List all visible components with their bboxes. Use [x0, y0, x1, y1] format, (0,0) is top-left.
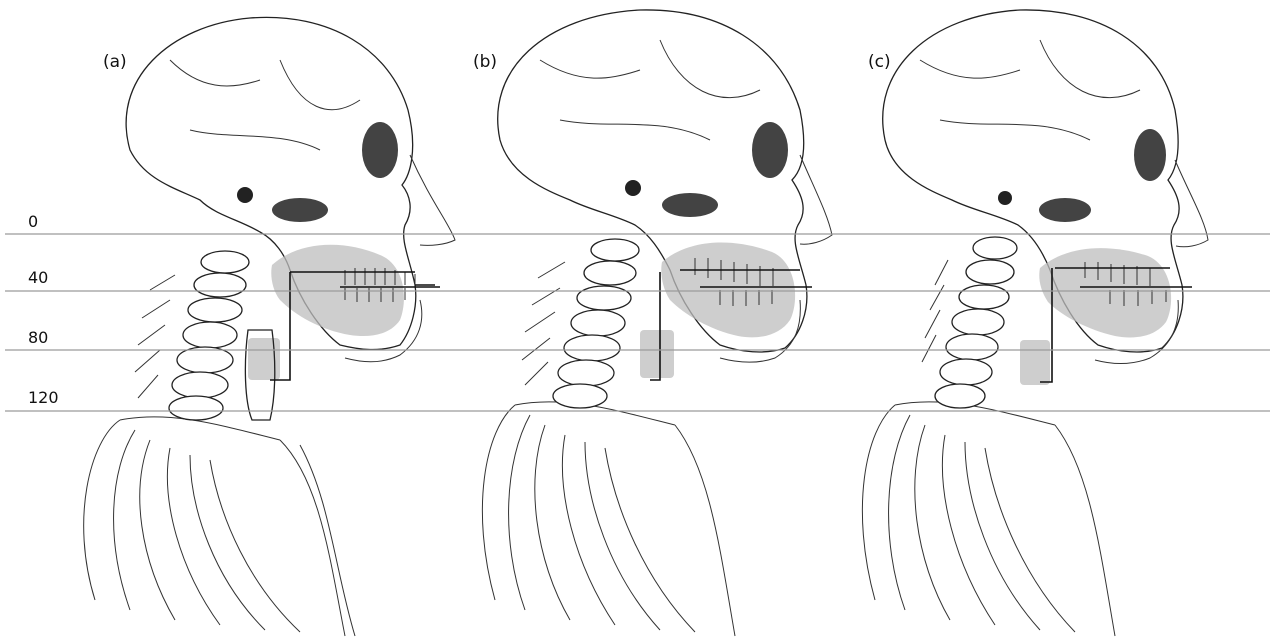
panel-c-larynx-shade	[1020, 340, 1050, 385]
panel-b-cervical-spine	[522, 239, 639, 408]
panel-b-mandible-shade	[661, 243, 795, 338]
panel-c-ribcage	[862, 402, 1115, 636]
panel-label-c: (c)	[868, 52, 891, 72]
panel-b-orbit	[752, 122, 788, 178]
panel-label-b: (b)	[473, 52, 497, 72]
panel-a-illustration	[84, 17, 455, 636]
panel-b-illustration	[482, 10, 832, 636]
panel-a-cervical-spine	[135, 251, 249, 420]
panel-c-illustration	[862, 10, 1208, 636]
scale-tick-80: 80	[28, 328, 48, 347]
panel-a-orbit	[362, 122, 398, 178]
panel-c-mandible-shade	[1039, 248, 1171, 337]
scale-tick-120: 120	[28, 388, 59, 407]
panel-b-larynx-shade	[640, 330, 674, 378]
scale-tick-0: 0	[28, 212, 38, 231]
panel-b-ribcage	[482, 402, 735, 636]
panel-c-cervical-spine	[922, 237, 1017, 408]
scale-tick-40: 40	[28, 268, 48, 287]
panel-label-a: (a)	[103, 52, 127, 72]
panel-c-orbit	[1134, 129, 1166, 181]
panel-a-ribcage	[84, 417, 355, 636]
